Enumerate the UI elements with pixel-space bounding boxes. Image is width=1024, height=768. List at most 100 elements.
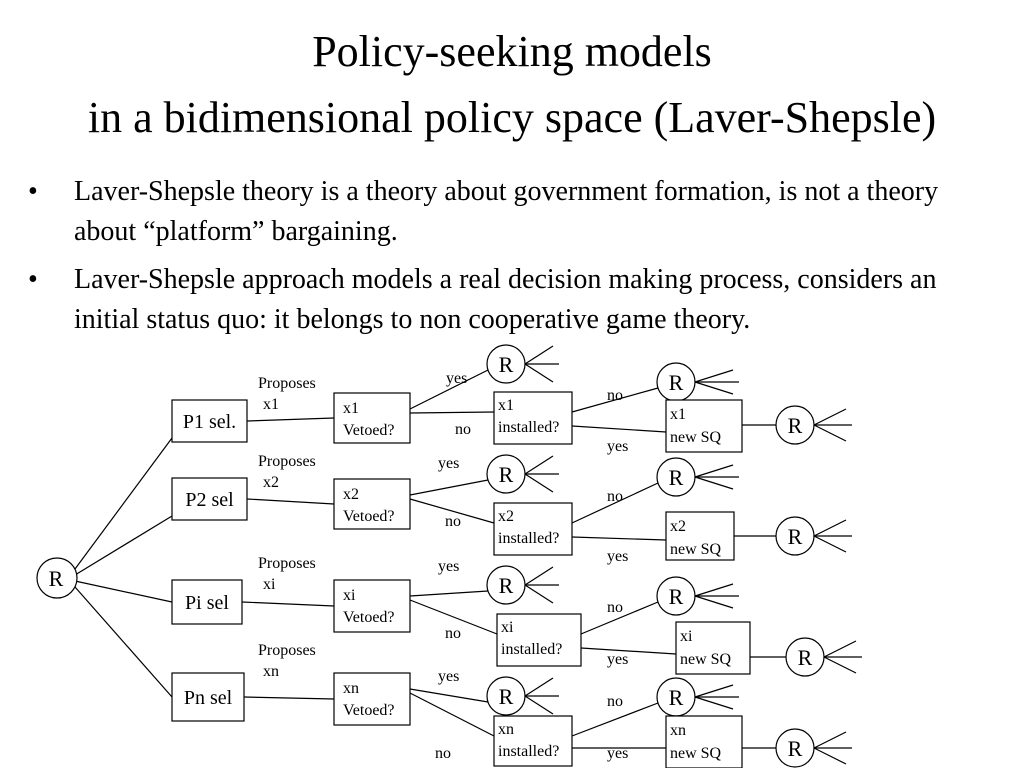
revert-node-label: R <box>669 584 684 609</box>
new-sq-label: new SQ <box>680 651 732 668</box>
proposes-label: Proposes <box>258 375 316 392</box>
party-selection-label: Pn sel <box>184 687 233 709</box>
fan-line <box>524 455 554 475</box>
yes-label: yes <box>446 370 467 387</box>
no-label: no <box>607 387 623 404</box>
no-label: no <box>445 625 461 642</box>
bullet-dot-icon: • <box>28 176 38 207</box>
veto-yes-edge <box>409 479 489 496</box>
revert-node-label: R <box>669 685 684 710</box>
installed-question-label: installed? <box>501 641 562 658</box>
no-label: no <box>435 745 451 762</box>
installed-question-label: installed? <box>498 419 559 436</box>
new-sq-label: new SQ <box>670 429 722 446</box>
no-label: no <box>607 488 623 505</box>
install-no-edge <box>580 601 659 635</box>
bullet-text: Laver-Shepsle approach models a real dec… <box>74 264 937 335</box>
fan-line <box>524 473 554 493</box>
bullet-text: Laver-Shepsle theory is a theory about g… <box>74 176 939 247</box>
install-no-edge <box>571 482 659 524</box>
propose-edge <box>246 498 335 505</box>
revert-node-label: R <box>669 370 684 395</box>
installed-proposal-label: x1 <box>498 397 514 414</box>
fan-line <box>813 731 847 749</box>
veto-yes-edge <box>409 590 489 597</box>
new-sq-proposal-label: xi <box>680 628 693 645</box>
new-sq-proposal-label: x2 <box>670 518 686 535</box>
fan-line <box>524 677 554 697</box>
bullet-dot-icon: • <box>28 264 38 295</box>
installed-proposal-label: xn <box>498 721 514 738</box>
propose-edge <box>246 417 335 422</box>
bullet-item: • Laver-Shepsle theory is a theory about … <box>28 172 988 252</box>
yes-label: yes <box>438 558 459 575</box>
new-sq-label: new SQ <box>670 745 722 762</box>
new-status-quo-box <box>665 399 743 453</box>
installed-question-label: installed? <box>498 743 559 760</box>
yes-label: yes <box>607 745 628 762</box>
party-selection-box <box>171 399 248 443</box>
vetoed-proposal-label: x1 <box>343 400 359 417</box>
revert-node-label: R <box>499 352 514 377</box>
fan-line <box>524 345 554 365</box>
veto-yes-edge <box>409 369 489 410</box>
vetoed-decision-box <box>333 392 411 444</box>
fan-line <box>524 584 554 604</box>
propose-edge <box>243 696 335 700</box>
fan-line <box>694 369 734 383</box>
installed-decision-box <box>493 391 573 445</box>
vetoed-question-label: Vetoed? <box>343 702 395 719</box>
no-label: no <box>607 693 623 710</box>
fan-line <box>813 424 847 442</box>
bullet-item: • Laver-Shepsle approach models a real de… <box>28 260 988 340</box>
no-label: no <box>455 421 471 438</box>
new-status-quo-box <box>665 715 743 768</box>
fan-line <box>694 595 734 609</box>
veto-no-edge <box>409 692 495 737</box>
yes-label: yes <box>607 548 628 565</box>
veto-no-edge <box>409 411 495 414</box>
fan-line <box>694 381 734 395</box>
install-no-edge <box>571 702 659 737</box>
veto-yes-edge <box>409 688 489 703</box>
fan-line <box>694 464 734 478</box>
fan-line <box>524 566 554 586</box>
revert-node-label: R <box>499 573 514 598</box>
fan-line <box>524 695 554 715</box>
revert-node-label: R <box>669 465 684 490</box>
yes-label: yes <box>607 438 628 455</box>
root-edge <box>74 437 173 570</box>
party-selection-box <box>171 477 248 521</box>
revert-node-label: R <box>499 462 514 487</box>
fan-line <box>694 696 734 710</box>
no-label: no <box>607 599 623 616</box>
vetoed-question-label: Vetoed? <box>343 422 395 439</box>
fan-line <box>694 583 734 597</box>
install-yes-edge <box>571 536 667 541</box>
new-status-quo-box <box>675 621 751 675</box>
vetoed-question-label: Vetoed? <box>343 609 395 626</box>
vetoed-decision-box <box>333 672 411 726</box>
revert-node-label: R <box>788 524 803 549</box>
fan-line <box>694 476 734 490</box>
yes-label: yes <box>438 668 459 685</box>
party-selection-label: P1 sel. <box>183 411 236 433</box>
no-label: no <box>445 513 461 530</box>
new-sq-label: new SQ <box>670 541 722 558</box>
fan-line <box>524 363 554 383</box>
vetoed-proposal-label: x2 <box>343 486 359 503</box>
new-sq-proposal-label: xn <box>670 722 686 739</box>
proposes-label: Proposes <box>258 453 316 470</box>
root-edge <box>74 586 173 698</box>
installed-decision-box <box>496 613 582 667</box>
yes-label: yes <box>607 651 628 668</box>
proposes-label: Proposes <box>258 642 316 659</box>
root-edge <box>74 580 173 603</box>
installed-decision-box <box>493 715 573 767</box>
fan-line <box>813 408 847 426</box>
root-node <box>36 557 78 599</box>
vetoed-question-label: Vetoed? <box>343 508 395 525</box>
revert-node-label: R <box>798 645 813 670</box>
vetoed-proposal-label: xi <box>343 587 356 604</box>
party-selection-label: P2 sel <box>185 489 234 511</box>
